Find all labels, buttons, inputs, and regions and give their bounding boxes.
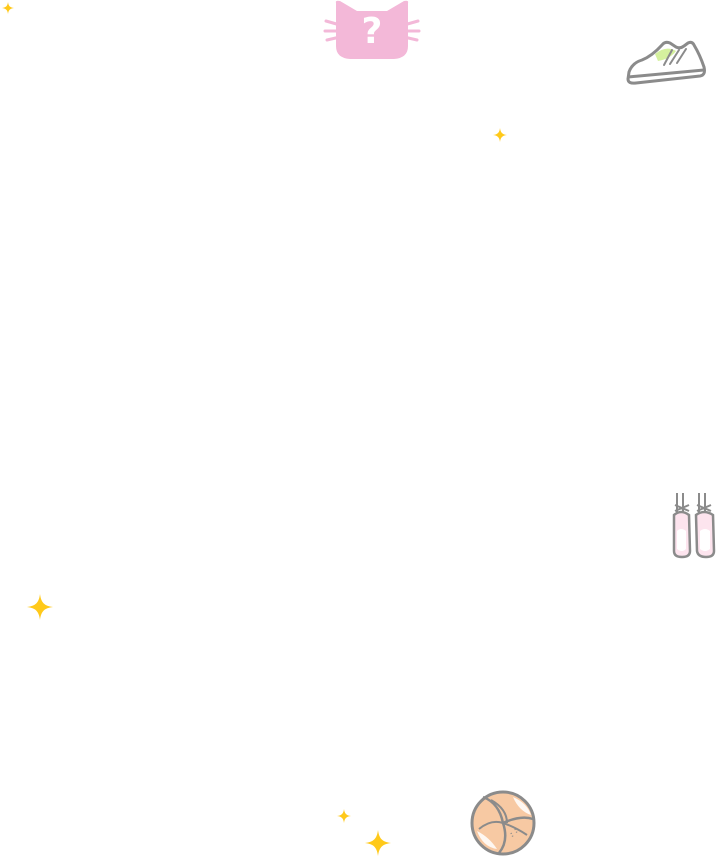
sparkle-icon — [365, 830, 391, 856]
sneaker-icon[interactable] — [624, 39, 708, 89]
volleyball-icon[interactable] — [469, 789, 537, 857]
sparkle-icon — [337, 809, 351, 823]
sparkle-icon — [493, 128, 507, 142]
sparkle-icon — [2, 2, 14, 14]
pointe-shoes-icon[interactable] — [669, 491, 718, 561]
sparkle-icon — [27, 594, 53, 620]
cat-head-question-icon — [323, 0, 421, 59]
hint-button[interactable]: ? — [323, 0, 421, 62]
hint-question-mark: ? — [361, 11, 383, 52]
